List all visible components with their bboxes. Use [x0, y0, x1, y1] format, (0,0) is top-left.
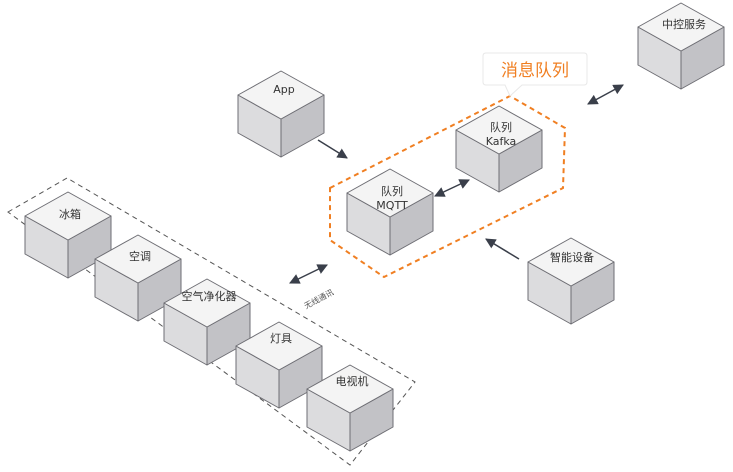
kafka-queue-node[interactable] [455, 105, 543, 193]
lamp-node[interactable] [235, 321, 323, 409]
device-group-border [7, 177, 416, 466]
kafka-queue-label-line1: 队列 [490, 120, 512, 134]
message-queue-callout-label: 消息队列 [501, 61, 569, 81]
fridge-node[interactable] [24, 191, 112, 279]
lamp-node-label: 灯具 [270, 332, 292, 345]
app-to-mqtt-arrow [317, 139, 348, 159]
air-purifier-node-label: 空气净化器 [182, 289, 237, 303]
smart-device-node-label: 智能设备 [550, 250, 594, 264]
fridge-node-label: 冰箱 [59, 207, 81, 221]
message-queue-callout: 消息队列 [482, 52, 588, 97]
air-purifier-node[interactable] [163, 278, 251, 366]
tv-node[interactable] [306, 364, 394, 452]
mqtt-queue-label-line2: MQTT [376, 199, 408, 212]
kafka-central-bidirectional-arrow [587, 84, 624, 105]
app-node-label: App [273, 83, 295, 96]
mqtt-queue-node[interactable] [346, 168, 434, 256]
central-service-node-label: 中控服务 [662, 17, 706, 31]
wireless-link-label: 无线通讯 [302, 287, 335, 311]
mqtt-kafka-bidirectional-arrow [434, 179, 470, 197]
tv-node-label: 电视机 [336, 374, 369, 388]
app-node[interactable] [237, 70, 325, 158]
smart-device-to-mqtt-arrow [485, 238, 520, 260]
air-conditioner-node-label: 空调 [129, 249, 151, 263]
devices-mqtt-bidirectional-arrow [289, 264, 328, 284]
smart-device-node[interactable] [527, 237, 615, 325]
mqtt-queue-label-line1: 队列 [381, 184, 403, 198]
central-service-node[interactable] [637, 2, 725, 90]
kafka-queue-label-line2: Kafka [486, 135, 517, 148]
